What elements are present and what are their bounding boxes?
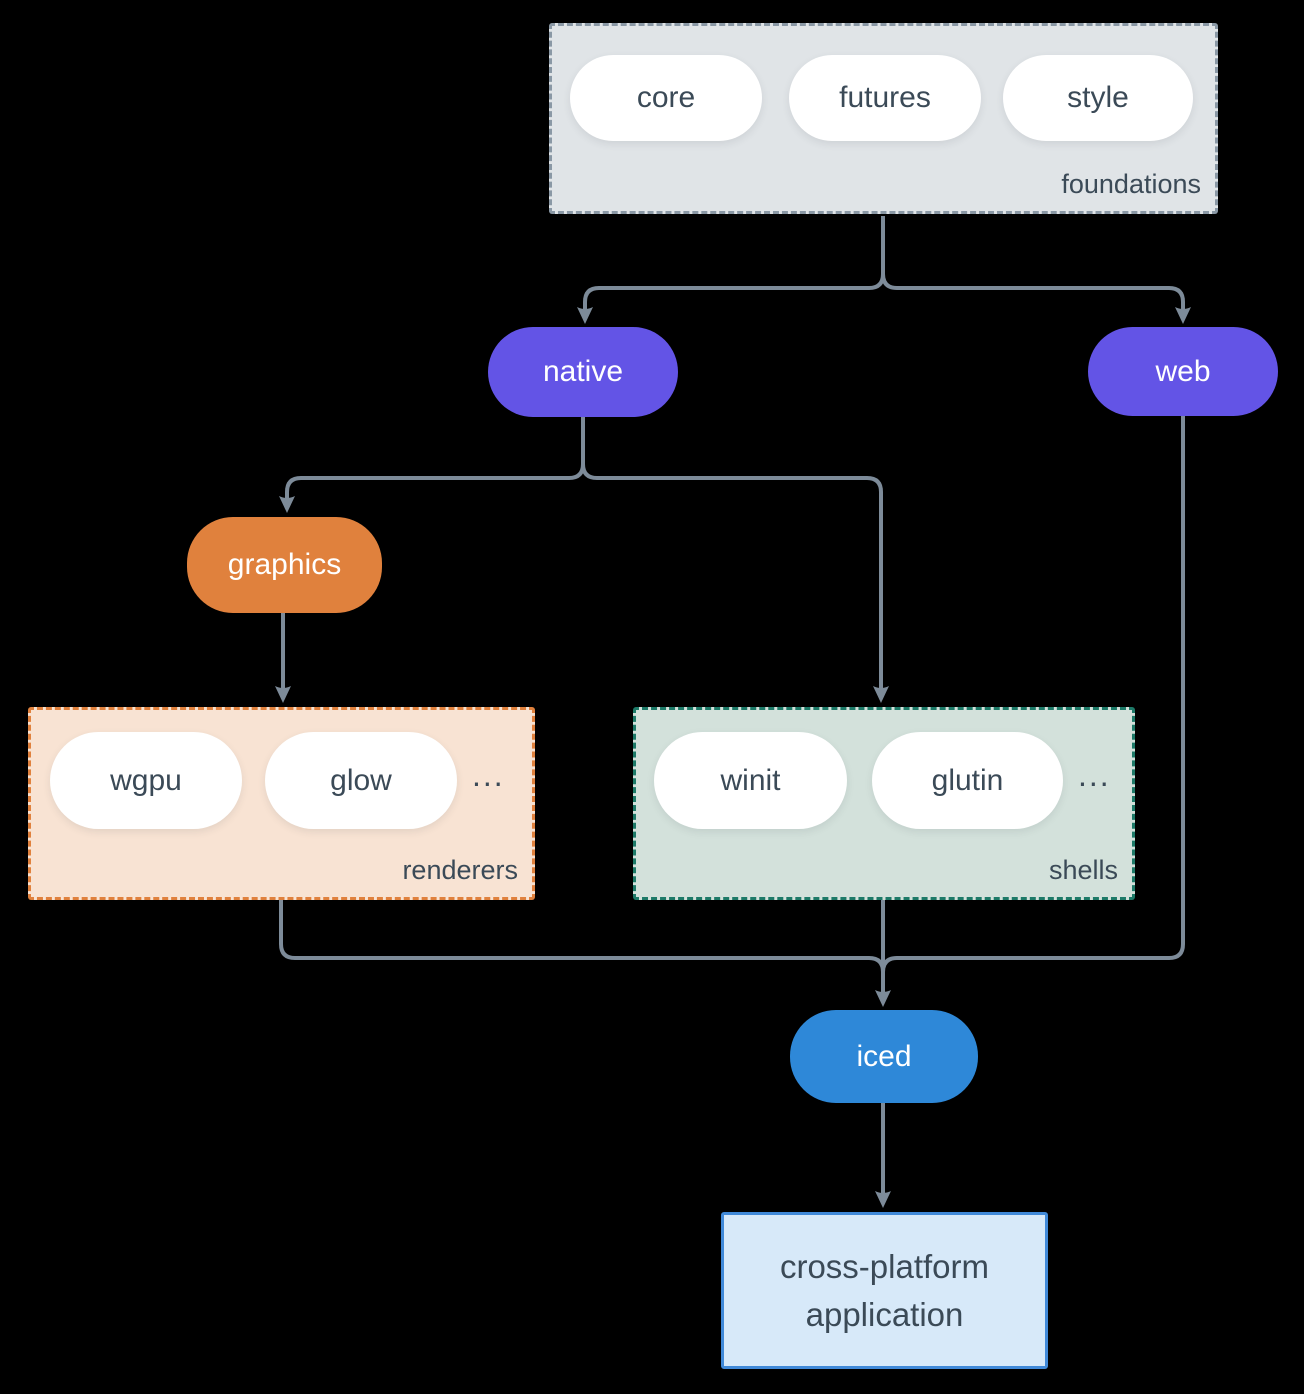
arrowhead-app bbox=[875, 1191, 891, 1208]
edge-foundations-web bbox=[881, 216, 1185, 311]
arrowhead-shells bbox=[873, 686, 889, 703]
arrowhead-graphics bbox=[279, 496, 295, 513]
node-iced: iced bbox=[790, 1010, 978, 1103]
pill-glutin: glutin bbox=[872, 732, 1063, 829]
arrowhead-native bbox=[577, 307, 593, 324]
pill-glow: glow bbox=[265, 732, 457, 829]
shells-group-label: shells bbox=[1048, 855, 1118, 885]
edge-foundations-native bbox=[583, 216, 885, 311]
pill-futures: futures bbox=[789, 55, 981, 141]
pill-wgpu: wgpu bbox=[50, 732, 242, 829]
node-graphics: graphics bbox=[187, 517, 382, 613]
node-web: web bbox=[1088, 327, 1278, 416]
app-label-line2: application bbox=[805, 1295, 964, 1333]
edge-renderers-iced bbox=[279, 900, 885, 994]
renderers-ellipsis: ... bbox=[472, 757, 505, 793]
pill-core: core bbox=[570, 55, 762, 141]
arrowhead-renderers bbox=[275, 686, 291, 703]
renderers-group-label: renderers bbox=[402, 855, 518, 885]
node-native: native bbox=[488, 327, 678, 417]
edge-native-graphics bbox=[285, 417, 585, 500]
shells-ellipsis: ... bbox=[1078, 757, 1111, 793]
pill-winit: winit bbox=[654, 732, 847, 829]
foundations-group-label: foundations bbox=[1061, 169, 1201, 199]
cross-platform-application-box: cross-platform application bbox=[721, 1212, 1048, 1369]
pill-style: style bbox=[1003, 55, 1193, 141]
edge-native-shells bbox=[581, 417, 883, 690]
app-label-line1: cross-platform bbox=[779, 1247, 990, 1285]
arrowhead-iced bbox=[875, 990, 891, 1007]
arrowhead-web bbox=[1175, 307, 1191, 324]
